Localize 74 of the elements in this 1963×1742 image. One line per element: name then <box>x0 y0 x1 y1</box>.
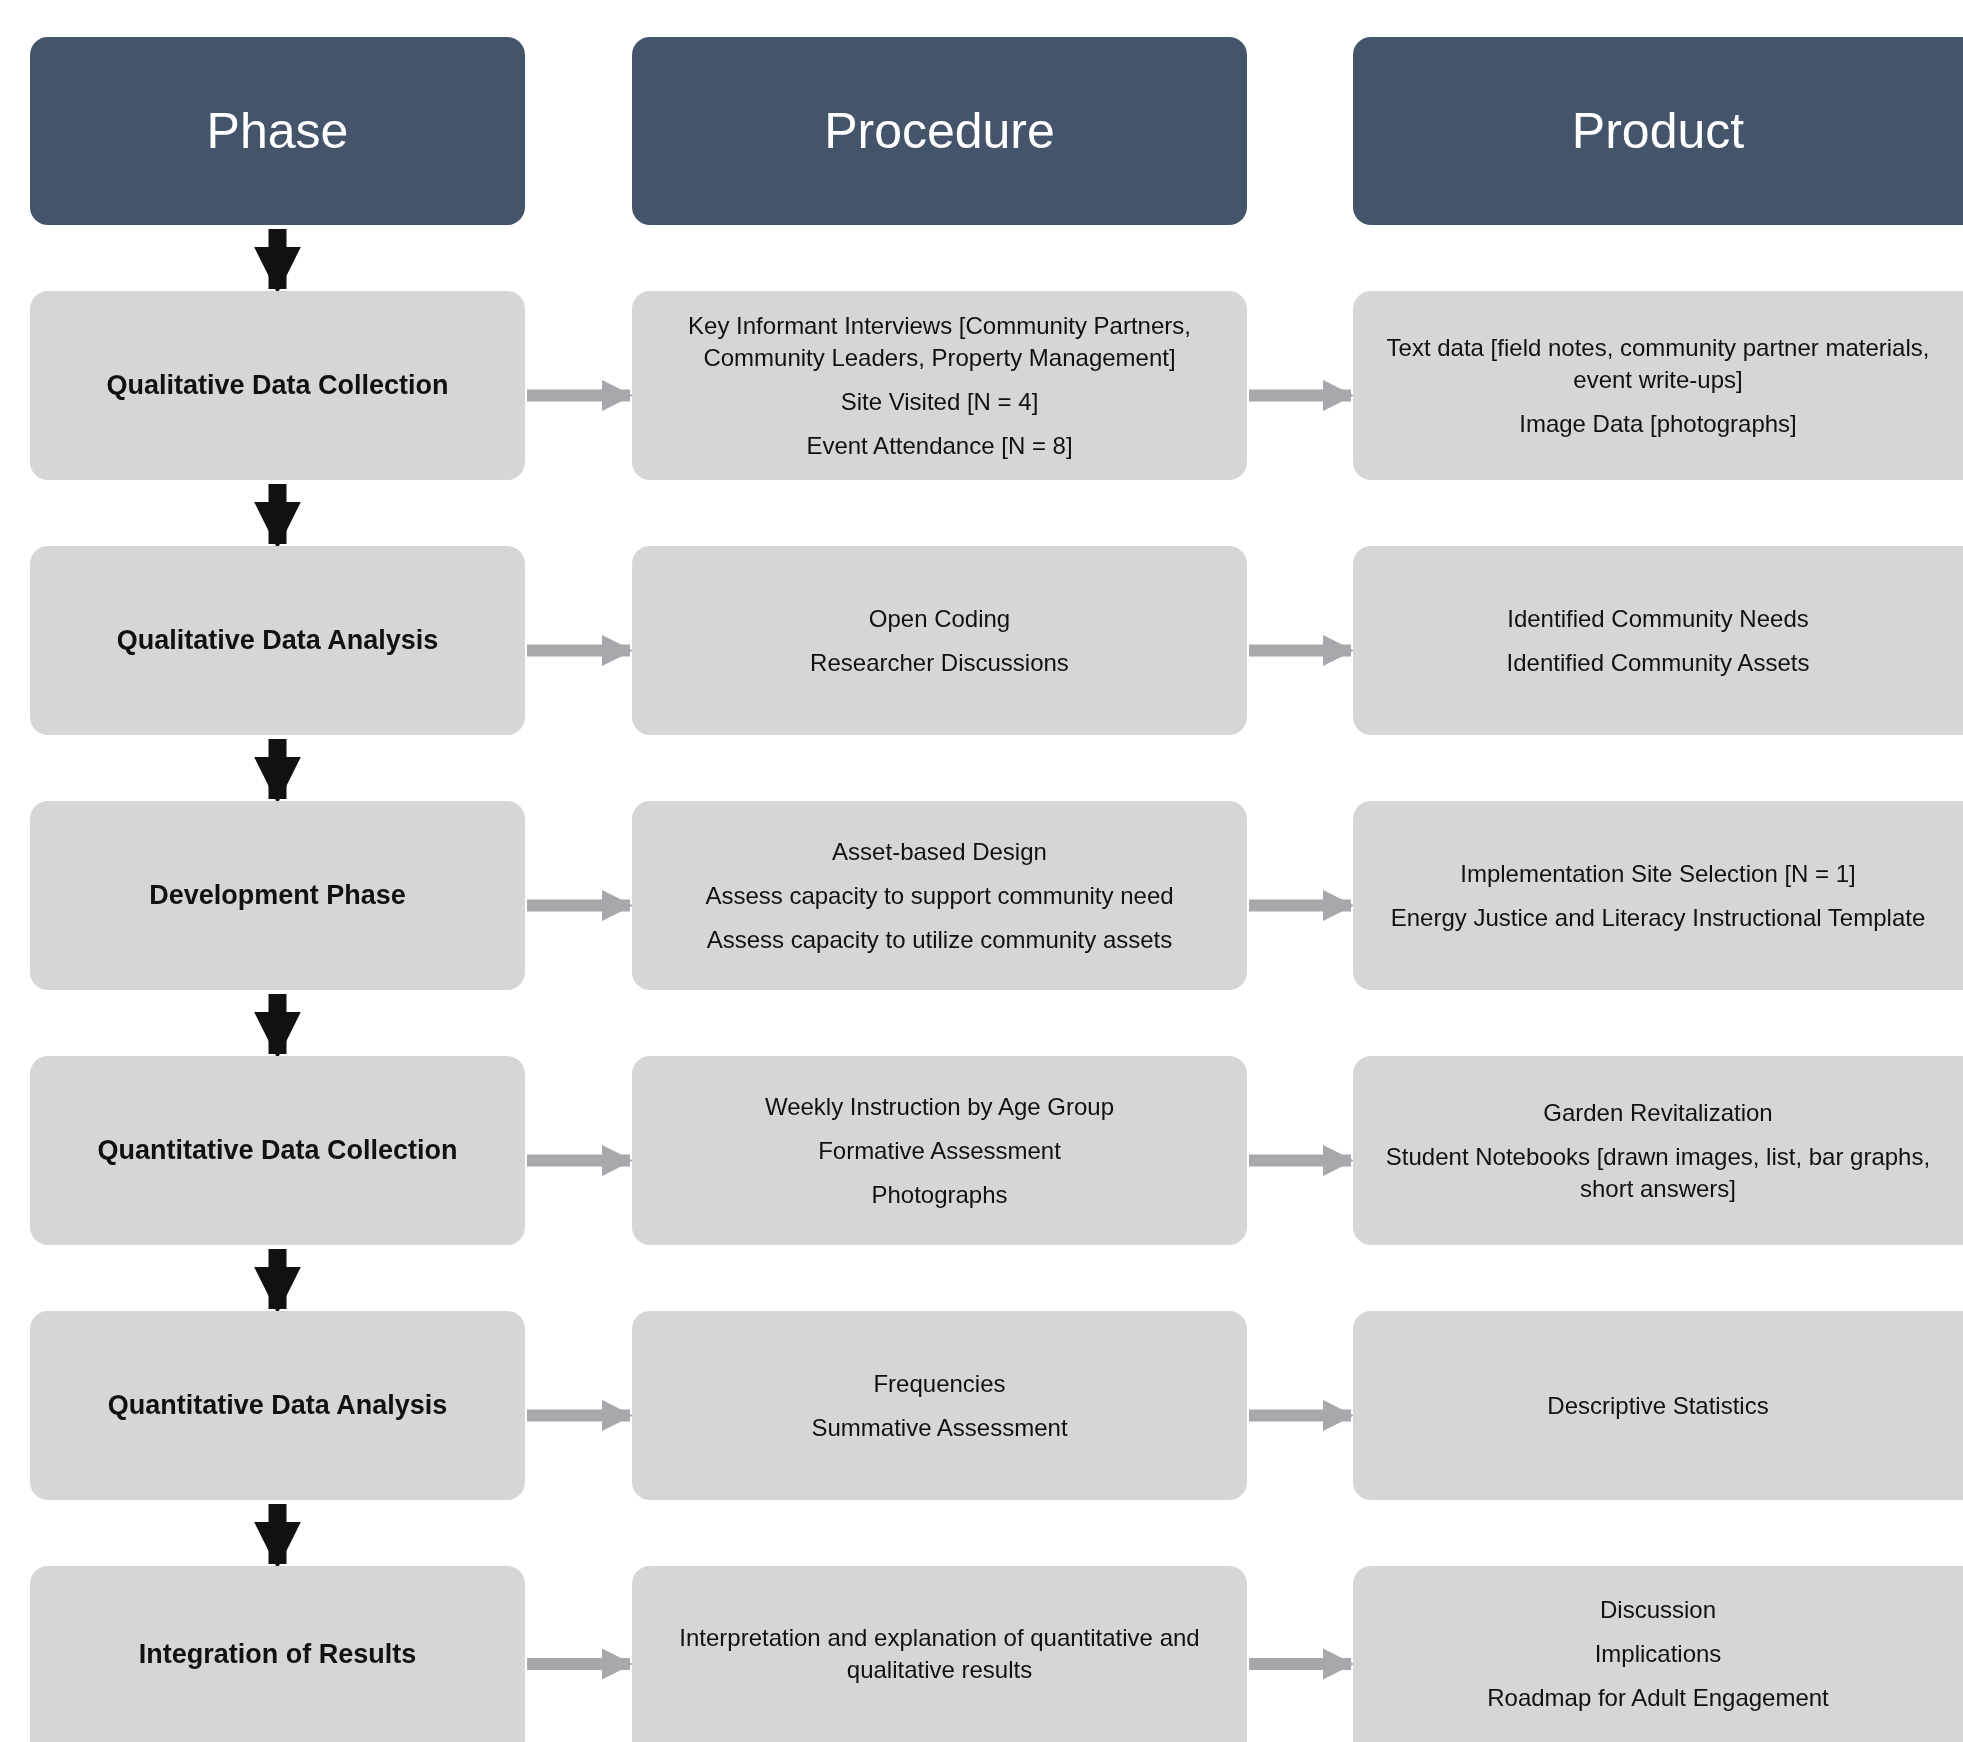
content-box <box>632 1056 1247 1245</box>
phase-title: Quantitative Data Analysis <box>107 1389 448 1423</box>
item-text: Event Attendance [N = 8] <box>806 430 1073 461</box>
content-box <box>1353 1311 1963 1500</box>
content-box <box>632 1566 1247 1742</box>
item-text: Formative Assessment <box>818 1135 1061 1166</box>
arrow <box>254 739 301 804</box>
content-box <box>632 291 1247 480</box>
column-heading: Product <box>1571 101 1745 161</box>
arrow <box>1249 379 1355 412</box>
arrow <box>527 1399 634 1432</box>
arrow <box>527 634 634 667</box>
arrow <box>254 1504 301 1569</box>
arrow <box>254 994 301 1059</box>
header-box <box>30 37 525 225</box>
item-text: Site Visited [N = 4] <box>840 386 1039 417</box>
arrow <box>1249 889 1355 922</box>
item-text: Implications <box>1594 1639 1722 1669</box>
item-text: Asset-based Design <box>832 836 1047 867</box>
item-text: Key Informant Interviews [Community Partners, Community Leaders, Property Management] <box>687 310 1192 373</box>
content-box <box>1353 1566 1963 1742</box>
content-box <box>1353 546 1963 735</box>
arrow <box>1249 634 1355 667</box>
arrow <box>1249 1144 1355 1177</box>
item-text: Garden Revitalization <box>1543 1097 1773 1128</box>
content-box <box>1353 291 1963 480</box>
item-text: Descriptive Statistics <box>1547 1390 1769 1421</box>
item-text: Text data [field notes, community partner materials, event write-ups] <box>1385 332 1931 395</box>
phase-title: Quantitative Data Collection <box>97 1134 458 1168</box>
item-text: Assess capacity to support community need <box>705 880 1174 911</box>
content-box <box>632 1311 1247 1500</box>
column-heading: Procedure <box>824 101 1055 161</box>
item-text: Energy Justice and Literacy Instructional Template <box>1390 902 1926 933</box>
item-text: Photographs <box>871 1179 1008 1210</box>
item-text: Assess capacity to utilize community assets <box>706 924 1173 955</box>
arrow <box>254 1249 301 1314</box>
content-box <box>632 546 1247 735</box>
header-box <box>632 37 1247 225</box>
item-text: Frequencies <box>873 1368 1006 1399</box>
item-text: Summative Assessment <box>811 1412 1068 1443</box>
header-box <box>1353 37 1963 225</box>
arrow <box>527 1144 634 1177</box>
arrow <box>1249 1399 1355 1432</box>
arrow <box>527 379 634 412</box>
content-box <box>632 801 1247 990</box>
column-heading: Phase <box>206 101 349 161</box>
phase-box <box>30 546 525 735</box>
arrow <box>254 484 301 549</box>
item-text: Identified Community Assets <box>1506 647 1810 678</box>
phase-box <box>30 1311 525 1500</box>
arrow <box>1249 1648 1355 1680</box>
arrow <box>527 889 634 922</box>
content-box <box>1353 1056 1963 1245</box>
item-text: Student Notebooks [drawn images, list, bar graphs, short answers] <box>1384 1141 1932 1204</box>
item-text: Image Data [photographs] <box>1519 408 1797 439</box>
phase-title: Qualitative Data Collection <box>106 369 449 403</box>
phase-title: Development Phase <box>149 879 406 913</box>
item-text: Identified Community Needs <box>1507 603 1809 634</box>
phase-box <box>30 801 525 990</box>
item-text: Weekly Instruction by Age Group <box>764 1091 1115 1122</box>
item-text: Interpretation and explanation of quantitative and qualitative results <box>678 1623 1201 1685</box>
phase-box <box>30 291 525 480</box>
phase-box <box>30 1056 525 1245</box>
arrow <box>527 1648 634 1680</box>
item-text: Roadmap for Adult Engagement <box>1487 1683 1829 1713</box>
arrow <box>254 229 301 294</box>
content-box <box>1353 801 1963 990</box>
item-text: Discussion <box>1599 1595 1716 1625</box>
item-text: Researcher Discussions <box>810 647 1069 678</box>
item-text: Open Coding <box>868 603 1011 634</box>
item-text: Implementation Site Selection [N = 1] <box>1460 858 1856 889</box>
phase-box <box>30 1566 525 1742</box>
phase-title: Integration of Results <box>138 1637 417 1671</box>
phase-title: Qualitative Data Analysis <box>116 624 439 658</box>
